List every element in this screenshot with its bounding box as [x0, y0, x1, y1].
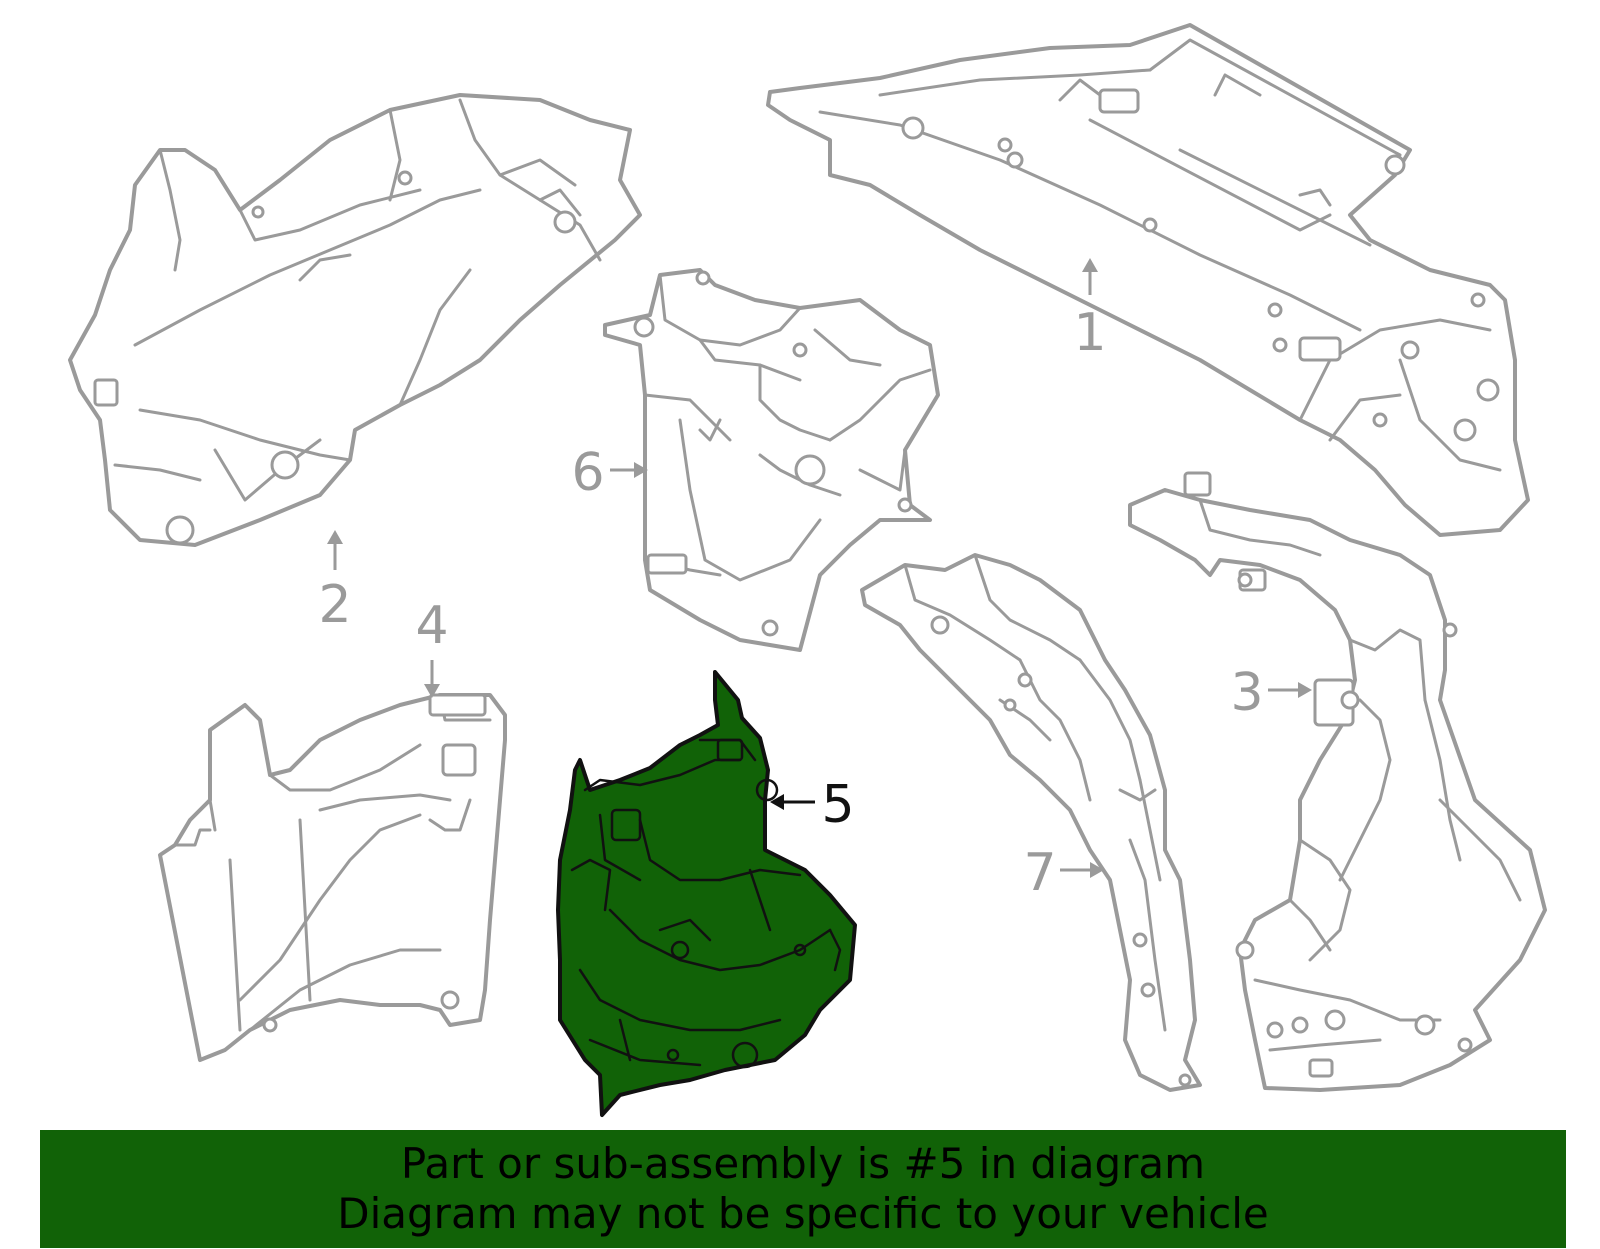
part-1-radiator-support	[766, 23, 1530, 537]
part-3-side-bracket	[1128, 471, 1547, 1092]
callout-1-label: 1	[1073, 303, 1106, 363]
callout-2-label: 2	[318, 575, 351, 635]
callout-2: 2	[318, 530, 352, 635]
part-5-highlighted	[556, 670, 857, 1117]
callout-4: 4	[415, 596, 449, 698]
banner-line-2: Diagram may not be specific to your vehi…	[337, 1189, 1269, 1238]
callout-6: 6	[571, 443, 648, 503]
part-6-bracket	[603, 268, 940, 652]
callout-7: 7	[1023, 843, 1104, 903]
banner-line-1: Part or sub-assembly is #5 in diagram	[400, 1139, 1206, 1188]
callout-3-label: 3	[1230, 663, 1263, 723]
callout-6-label: 6	[571, 443, 604, 503]
callout-3: 3	[1230, 663, 1312, 723]
info-banner: Part or sub-assembly is #5 in diagram Di…	[40, 1130, 1566, 1248]
callout-5: 5	[770, 775, 855, 835]
callout-4-label: 4	[415, 596, 448, 656]
part-2-side-member	[68, 93, 642, 547]
callout-7-label: 7	[1023, 843, 1056, 903]
callout-1: 1	[1073, 258, 1107, 363]
part-4-panel	[158, 693, 507, 1062]
part-7-support	[860, 553, 1202, 1092]
callout-5-label: 5	[821, 775, 854, 835]
